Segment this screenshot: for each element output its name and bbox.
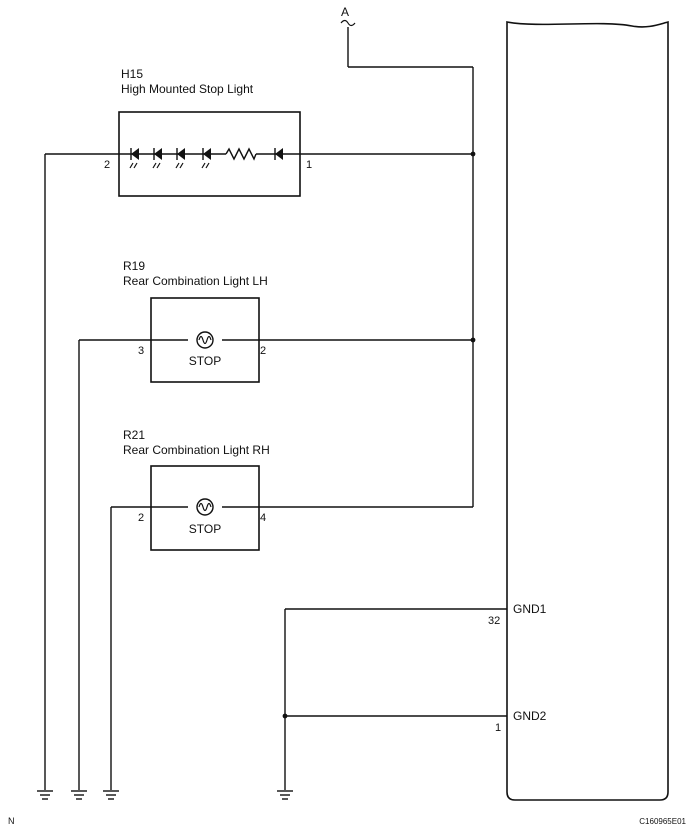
footer-figure-code: C160965E01 (639, 817, 686, 826)
ecu-block (506, 20, 669, 801)
footer-left: N (8, 816, 15, 826)
bulb-icon (196, 331, 214, 349)
bulb-icon (196, 498, 214, 516)
led-icon (201, 148, 211, 169)
gnd2-label: GND2 (513, 709, 547, 723)
diode-icon (274, 148, 283, 160)
r21-rear-combination-light-rh: R21 Rear Combination Light RH 2 4 STOP (111, 428, 473, 551)
r19-id: R19 (123, 259, 145, 273)
connector-a: A (340, 5, 473, 68)
ecu-ground-wiring: 32 GND1 1 GND2 (277, 602, 547, 800)
resistor-icon (225, 147, 257, 161)
gnd1-label: GND1 (513, 602, 547, 616)
h15-name: High Mounted Stop Light (121, 82, 254, 96)
r19-pin-left: 3 (138, 345, 144, 357)
h15-pin-left: 2 (104, 159, 110, 171)
r21-pin-right: 4 (260, 512, 266, 524)
h15-high-mounted-stop-light: H15 High Mounted Stop Light 2 1 (45, 67, 473, 197)
led-icon (175, 148, 185, 169)
r19-pin-right: 2 (260, 345, 266, 357)
gnd2-pin: 1 (495, 722, 501, 734)
led-icon (152, 148, 162, 169)
r19-rear-combination-light-lh: R19 Rear Combination Light LH 3 2 STOP (79, 259, 473, 383)
ground-icon (71, 790, 87, 800)
h15-id: H15 (121, 67, 143, 81)
h15-pin-right: 1 (306, 159, 312, 171)
ground-icon (103, 790, 119, 800)
junction-dot (282, 713, 288, 719)
r19-lamp-label: STOP (189, 354, 221, 368)
r21-pin-left: 2 (138, 512, 144, 524)
led-icon (129, 148, 139, 169)
ground-icon (37, 790, 53, 800)
ground-icon (277, 790, 293, 800)
r21-lamp-label: STOP (189, 522, 221, 536)
r21-box (150, 465, 260, 551)
r19-name: Rear Combination Light LH (123, 274, 268, 288)
r21-id: R21 (123, 428, 145, 442)
connector-a-break-symbol (340, 19, 356, 27)
r21-name: Rear Combination Light RH (123, 443, 270, 457)
gnd1-pin: 32 (488, 615, 500, 627)
connector-a-label: A (341, 5, 349, 19)
